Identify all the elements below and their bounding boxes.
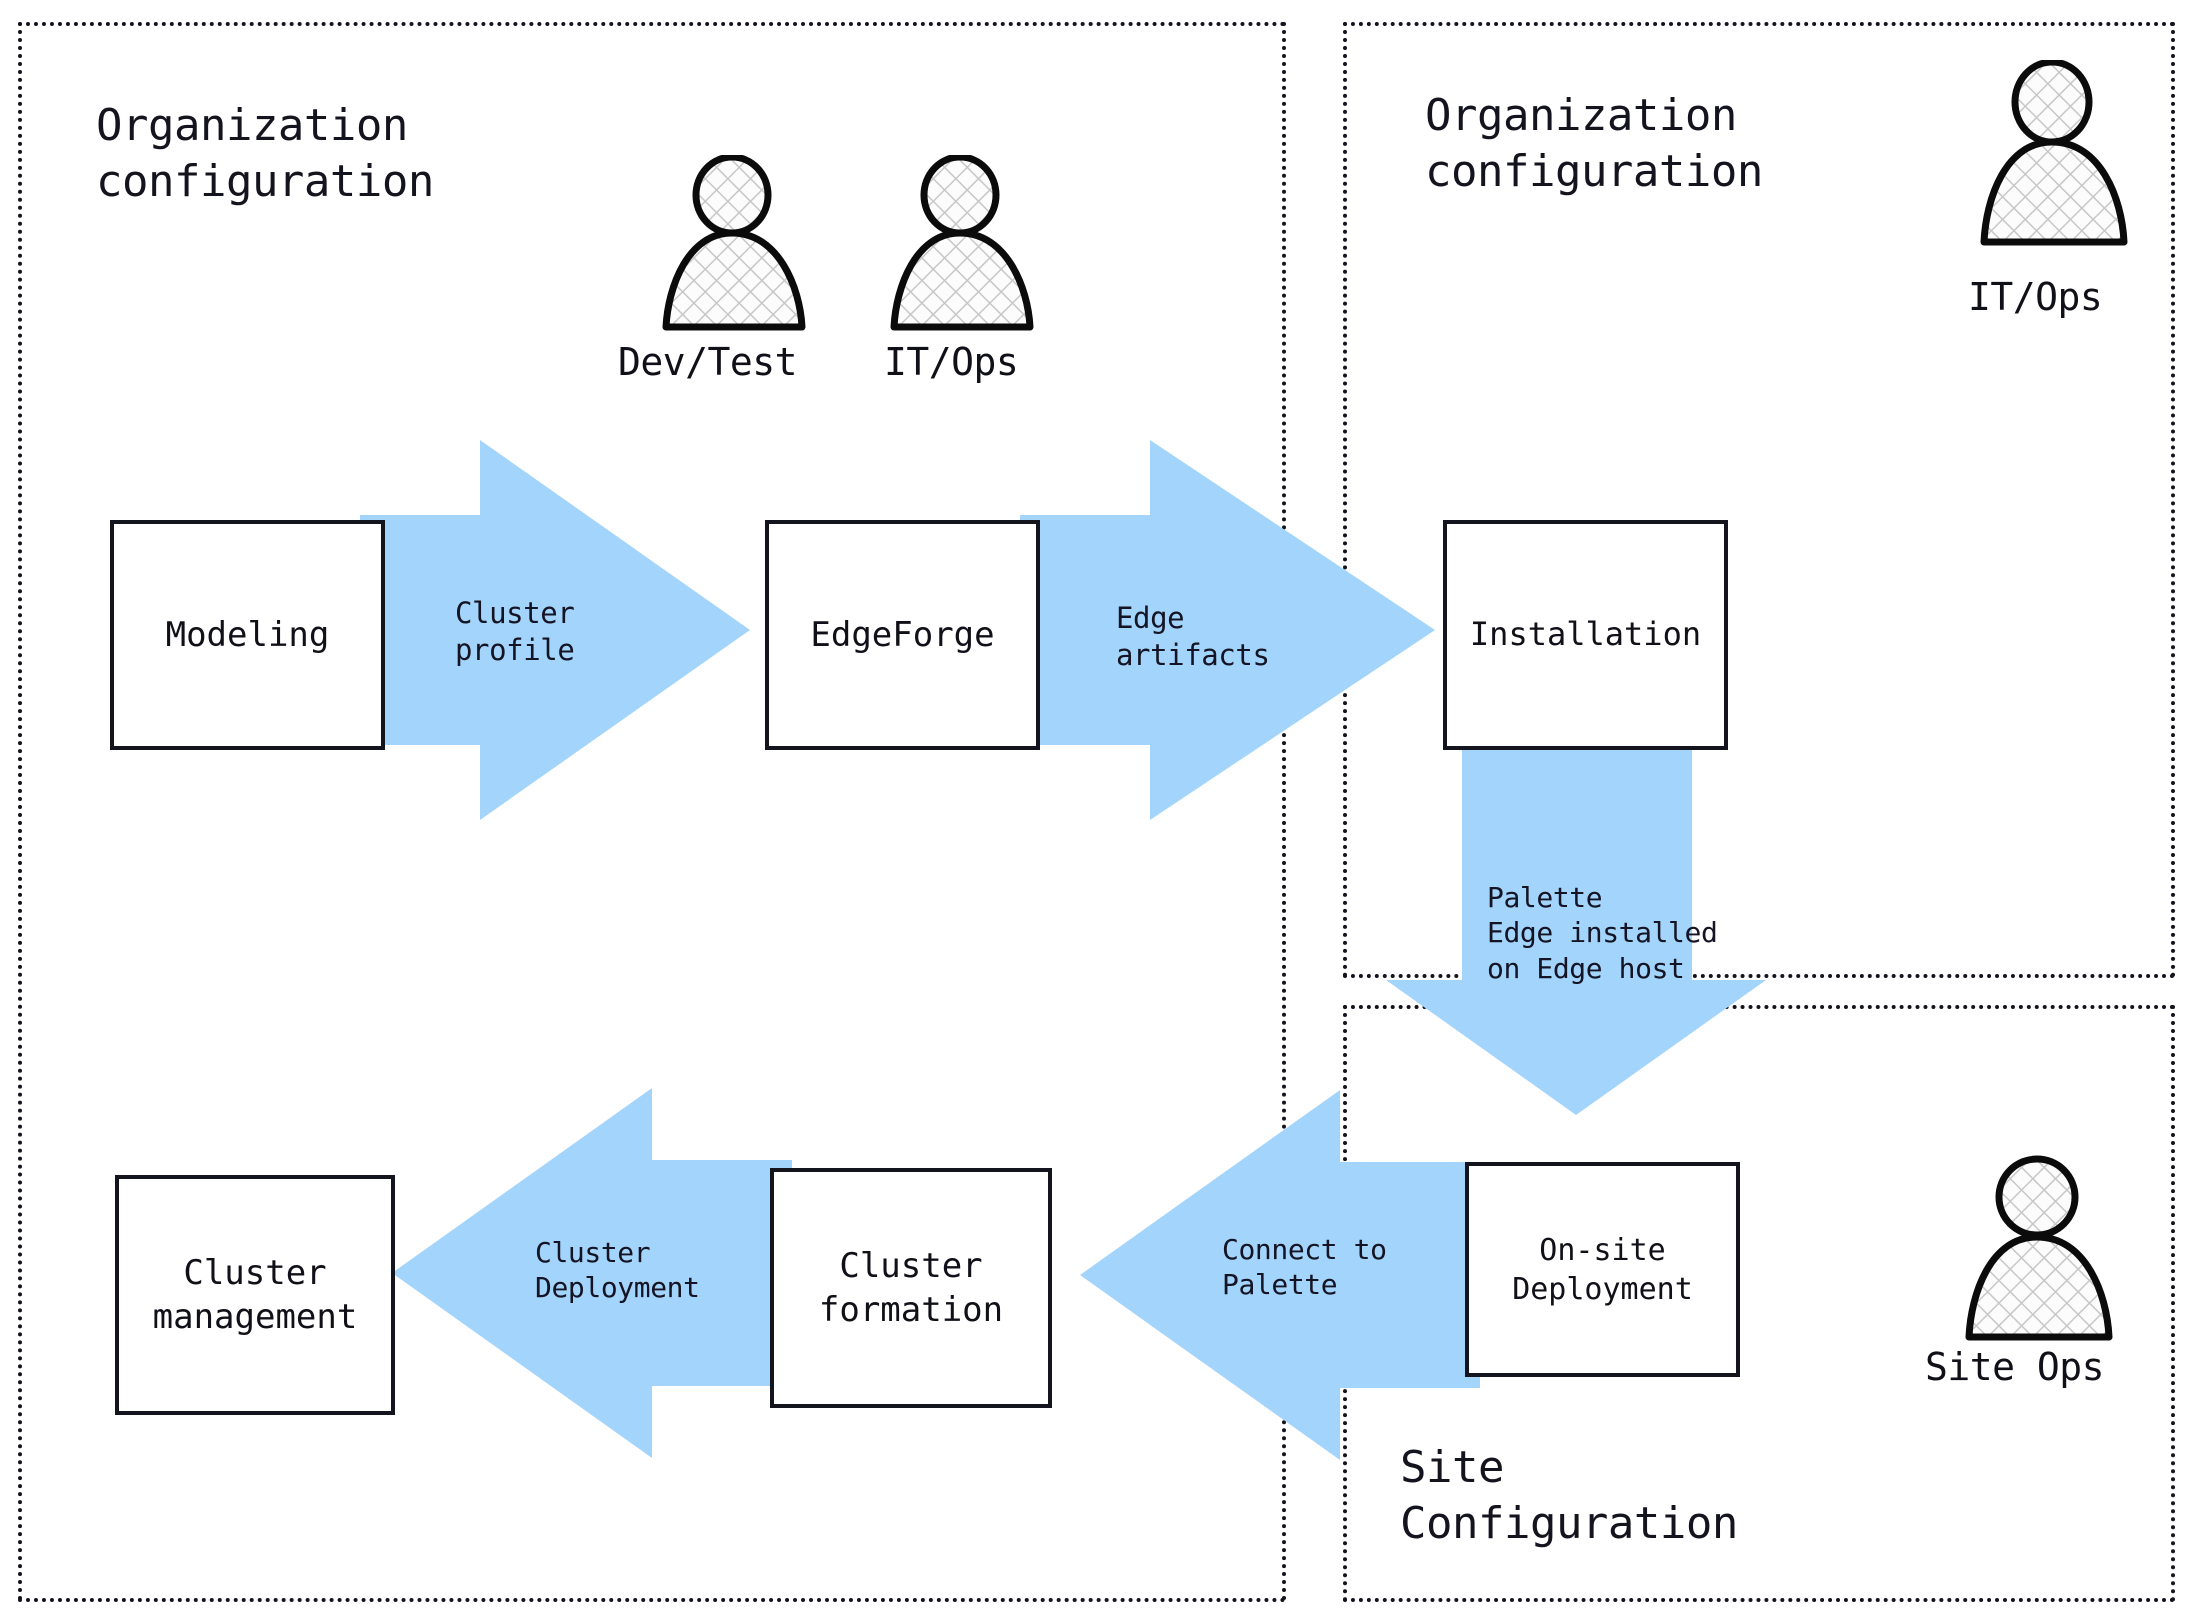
person-label-it-ops: IT/Ops [884,340,1019,384]
arrow-label-edge-artifacts: Edge artifacts [1116,601,1270,672]
person-icon-dev-test [660,155,810,335]
person-label-dev-test: Dev/Test [618,340,798,384]
person-label-it-ops-right: IT/Ops [1968,275,2103,319]
box-installation[interactable]: Installation [1443,520,1728,750]
box-on-site-deployment[interactable]: On-site Deployment [1465,1162,1740,1377]
arrow-connect-palette [1080,1090,1480,1460]
box-edgeforge[interactable]: EdgeForge [765,520,1040,750]
arrow-label-cluster-deployment: Cluster Deployment [535,1236,700,1305]
arrow-label-palette-edge: Palette Edge installed on Edge host [1487,881,1718,985]
person-label-site-ops: Site Ops [1925,1345,2105,1389]
arrow-label-cluster-profile: Cluster profile [455,596,575,667]
box-cluster-management[interactable]: Cluster management [115,1175,395,1415]
person-icon-it-ops [888,155,1038,335]
person-icon-site-ops [1965,1155,2115,1345]
arrow-edge-artifacts [1020,440,1465,820]
arrow-cluster-deployment [392,1088,792,1458]
zone-title-organization-left: Organization configuration [96,100,434,208]
box-modeling[interactable]: Modeling [110,520,385,750]
arrow-cluster-profile [360,440,780,820]
arrow-palette-edge [1386,740,1766,1120]
arrow-label-connect-palette: Connect to Palette [1222,1233,1387,1302]
box-cluster-formation[interactable]: Cluster formation [770,1168,1052,1408]
zone-title-site-configuration: Site Configuration [1400,1442,1738,1550]
zone-organization-configuration-left [18,22,1286,1602]
zone-title-organization-right: Organization configuration [1425,90,1763,198]
zone-organization-configuration-right [1343,22,2175,978]
person-icon-it-ops-right [1980,60,2130,250]
